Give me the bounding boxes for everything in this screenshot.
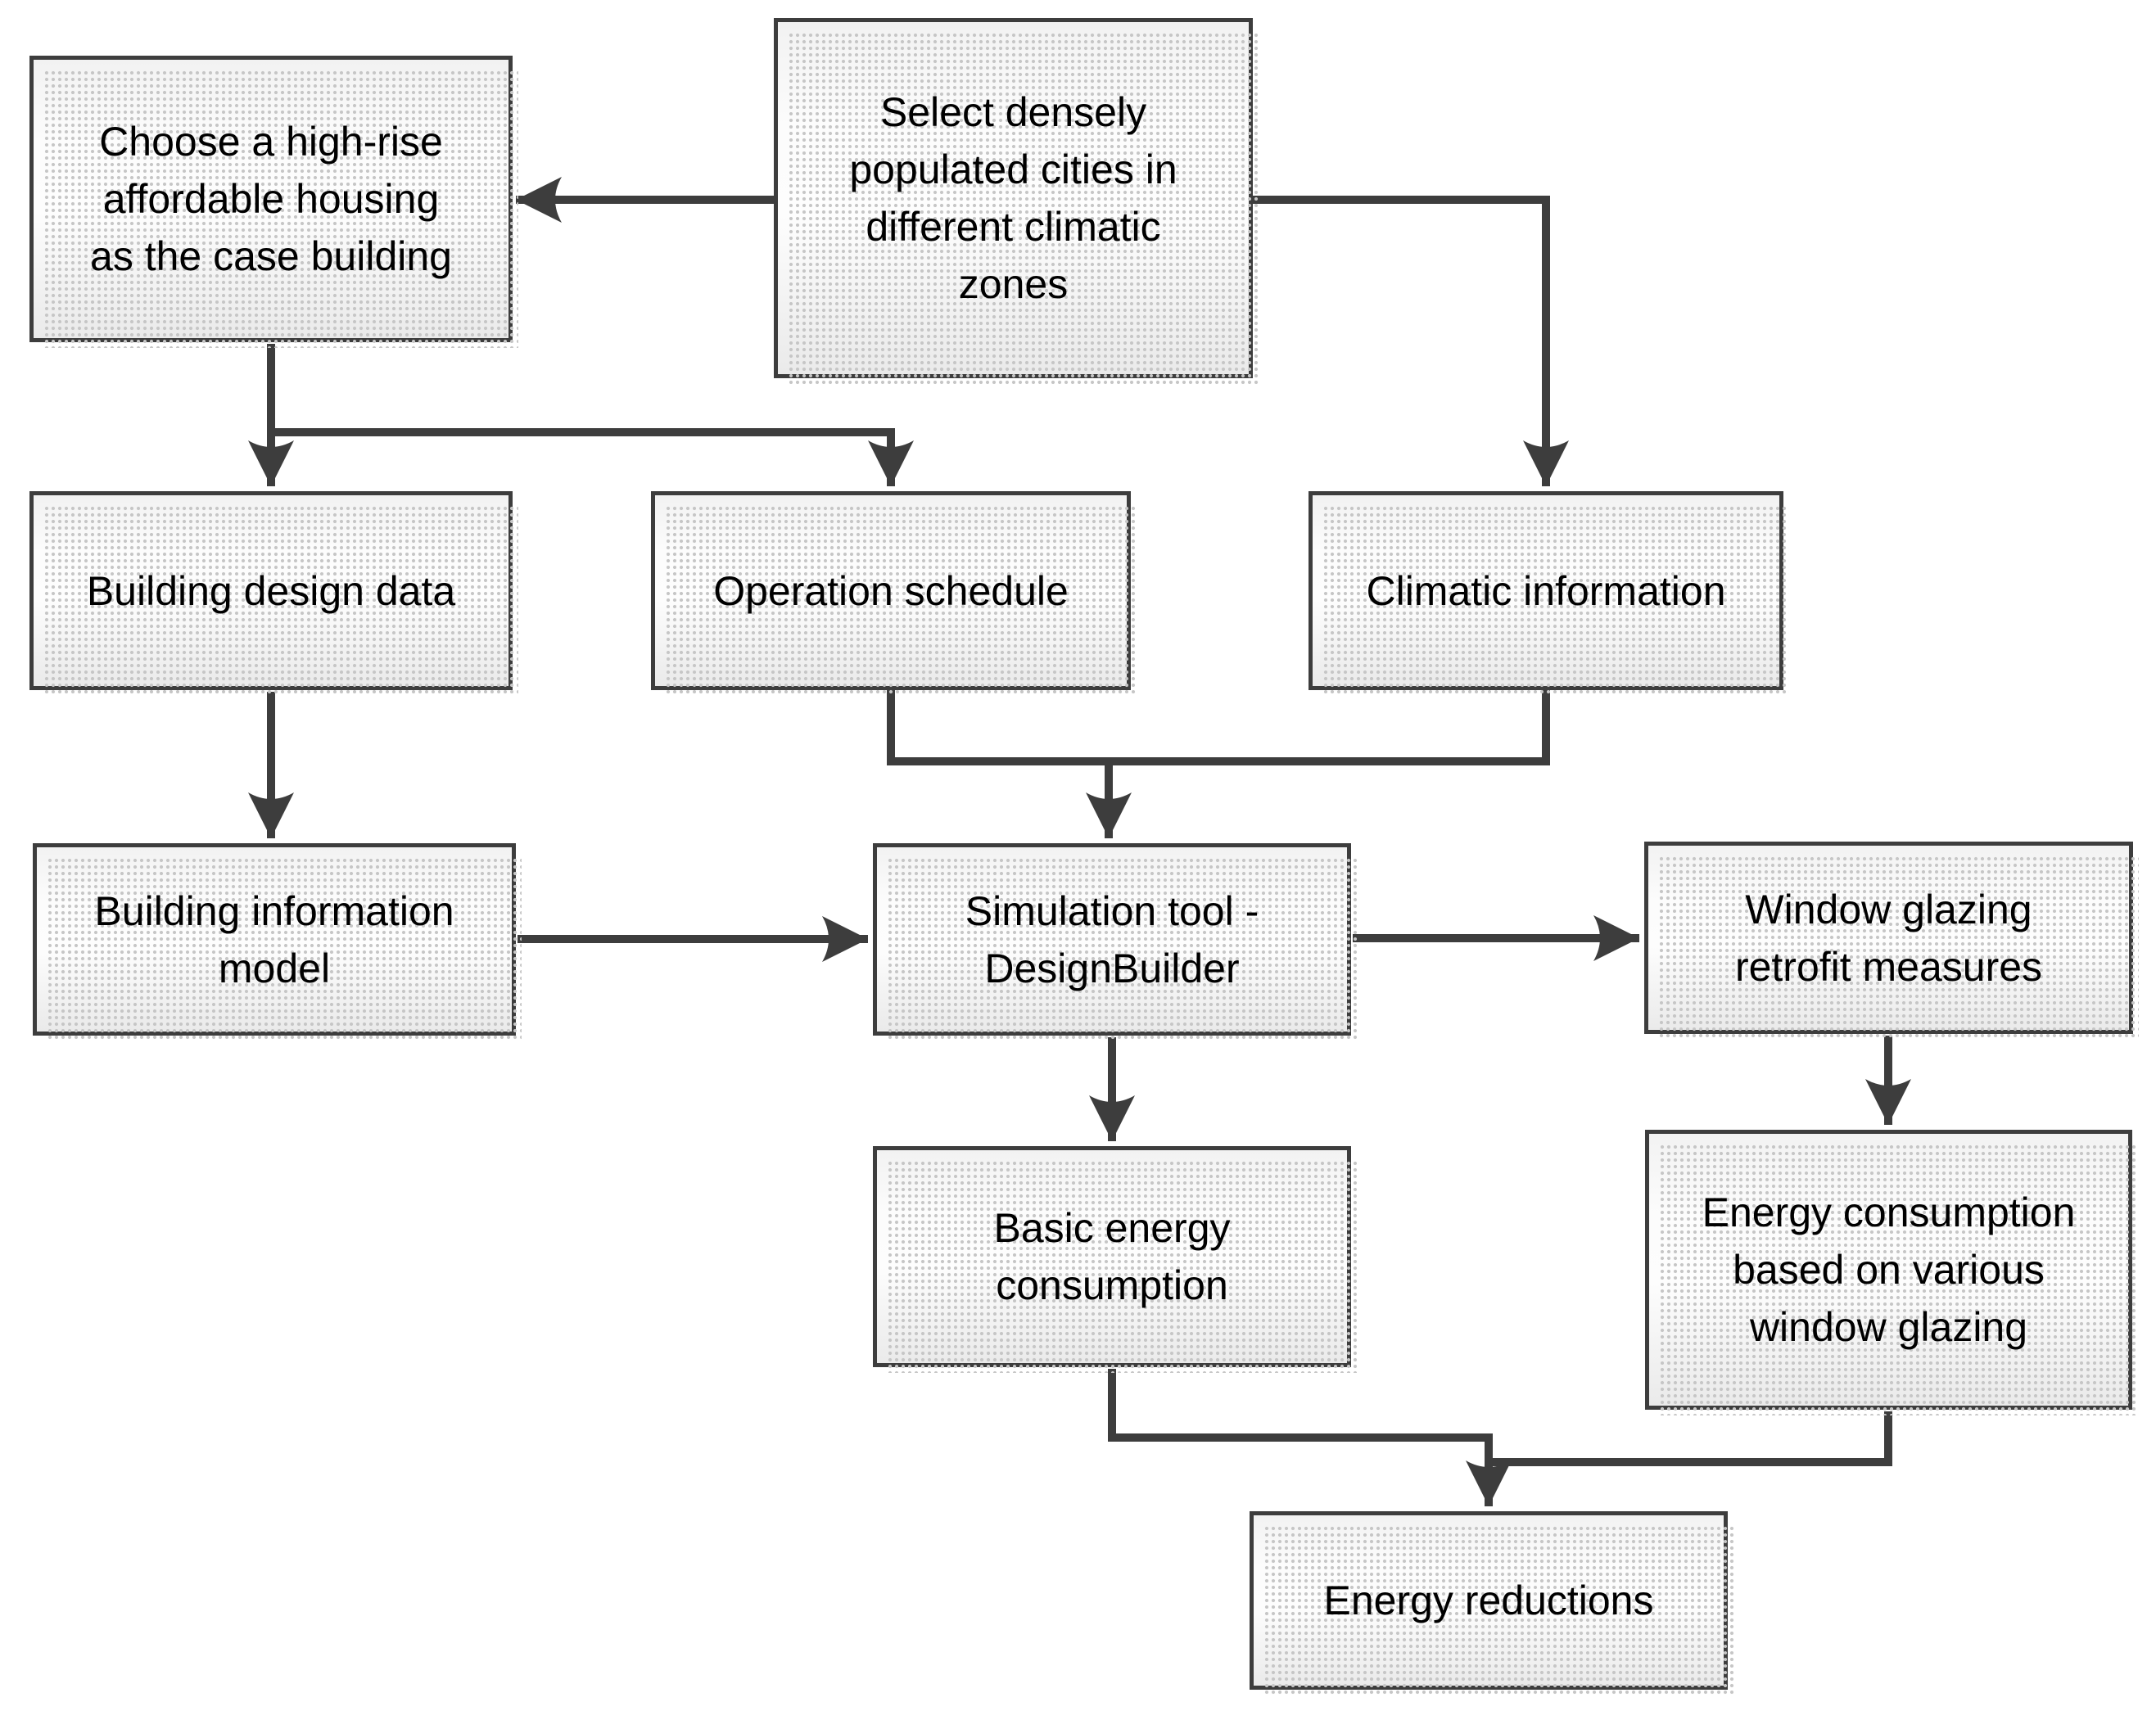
flow-node-label: Operation schedule	[713, 567, 1069, 614]
flow-node-label: Energy consumption based on various wind…	[1702, 1190, 2076, 1350]
flow-node-label: Climatic information	[1366, 567, 1726, 614]
flow-node-label: Basic energy consumption	[993, 1205, 1231, 1308]
flow-node-operation-schedule: Operation schedule	[651, 491, 1137, 696]
flow-node-label: Simulation tool - DesignBuilder	[965, 887, 1259, 991]
flow-node-label: Select densely populated cities in diffe…	[849, 89, 1177, 307]
connector-choose-case-branch-to-operation-schedule	[271, 428, 914, 487]
connector-select-cities-to-climatic-information	[1253, 196, 1569, 487]
connector-basic-energy-to-energy-reductions	[1108, 1369, 1512, 1507]
flow-node-window-glazing-retrofit: Window glazing retrofit measures	[1644, 842, 2139, 1040]
flow-node-energy-consumption-glazing: Energy consumption based on various wind…	[1645, 1130, 2138, 1415]
flow-node-label: Building information model	[94, 887, 454, 991]
flow-node-label: Window glazing retrofit measures	[1734, 886, 2043, 990]
flow-node-label: Energy reductions	[1323, 1578, 1654, 1623]
flow-node-simulation-tool: Simulation tool - DesignBuilder	[873, 843, 1357, 1041]
flow-node-label: Building design data	[86, 567, 456, 614]
connector-operation-schedule-climatic-merge	[887, 690, 1550, 765]
flow-node-choose-case-building: Choose a high-rise affordable housing as…	[29, 56, 518, 348]
flow-node-energy-reductions: Energy reductions	[1250, 1511, 1733, 1695]
flow-node-climatic-information: Climatic information	[1309, 491, 1789, 696]
flow-node-building-information-model: Building information model	[33, 843, 522, 1041]
flow-node-building-design-data: Building design data	[29, 491, 518, 696]
flow-node-select-cities: Select densely populated cities in diffe…	[774, 18, 1259, 384]
connector-energy-consumption-join-to-energy-reductions	[1485, 1411, 1892, 1466]
flow-node-label: Choose a high-rise affordable housing as…	[90, 119, 452, 279]
flow-node-basic-energy-consumption: Basic energy consumption	[873, 1146, 1357, 1373]
